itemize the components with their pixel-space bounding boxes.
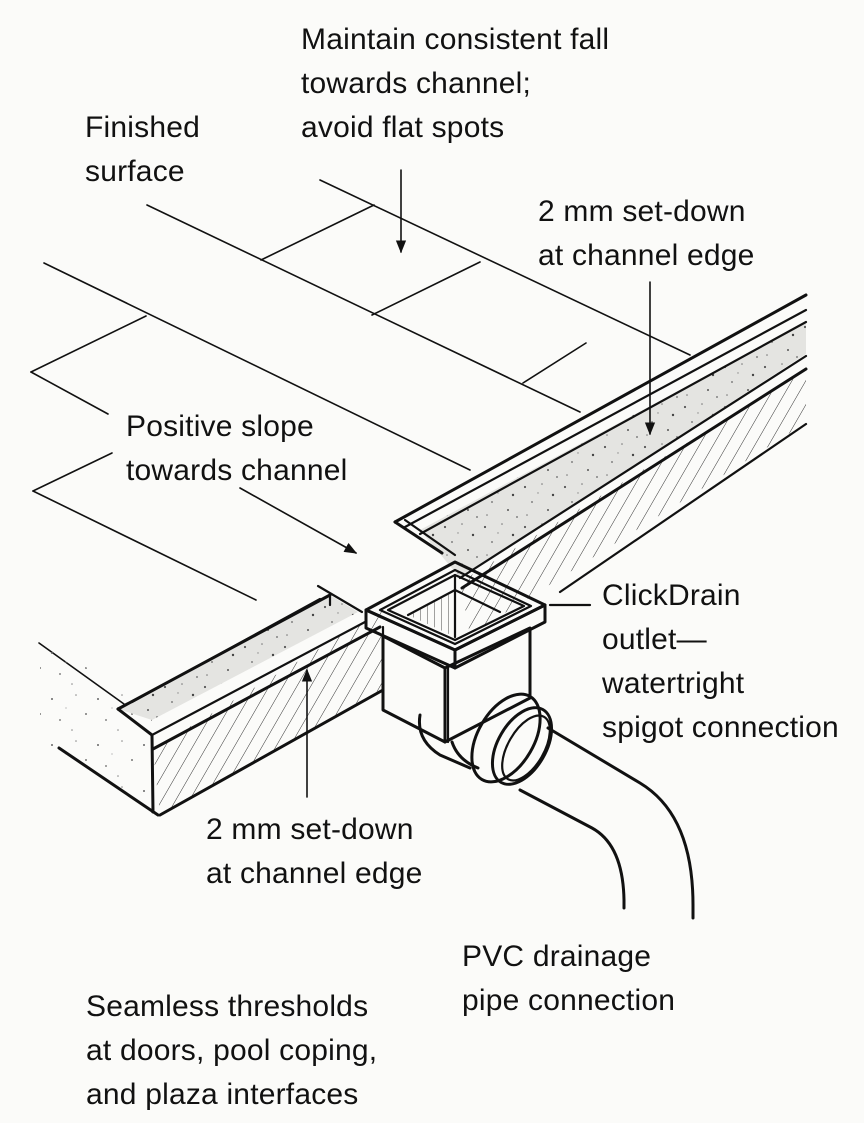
label-positive-slope: Positive slope towards channel [126, 410, 348, 487]
upper-channel [393, 293, 808, 635]
slope-arrow [239, 487, 358, 554]
lower-channel [40, 584, 385, 817]
label-setdown-lower: 2 mm set-down at channel edge [206, 813, 423, 890]
label-seamless-thresholds: Seamless thresholds at doors, pool copin… [86, 990, 378, 1111]
label-finished-surface: Finished surface [85, 111, 200, 188]
pvc-pipe [417, 692, 695, 920]
label-clickdrain-outlet: ClickDrain outlet— watertright spigot co… [602, 579, 839, 744]
label-pvc-pipe: PVC drainage pipe connection [462, 940, 676, 1017]
callout-arrows [239, 169, 656, 798]
label-setdown-upper: 2 mm set-down at channel edge [538, 195, 755, 272]
label-maintain-fall: Maintain consistent fall towards channel… [301, 23, 610, 144]
